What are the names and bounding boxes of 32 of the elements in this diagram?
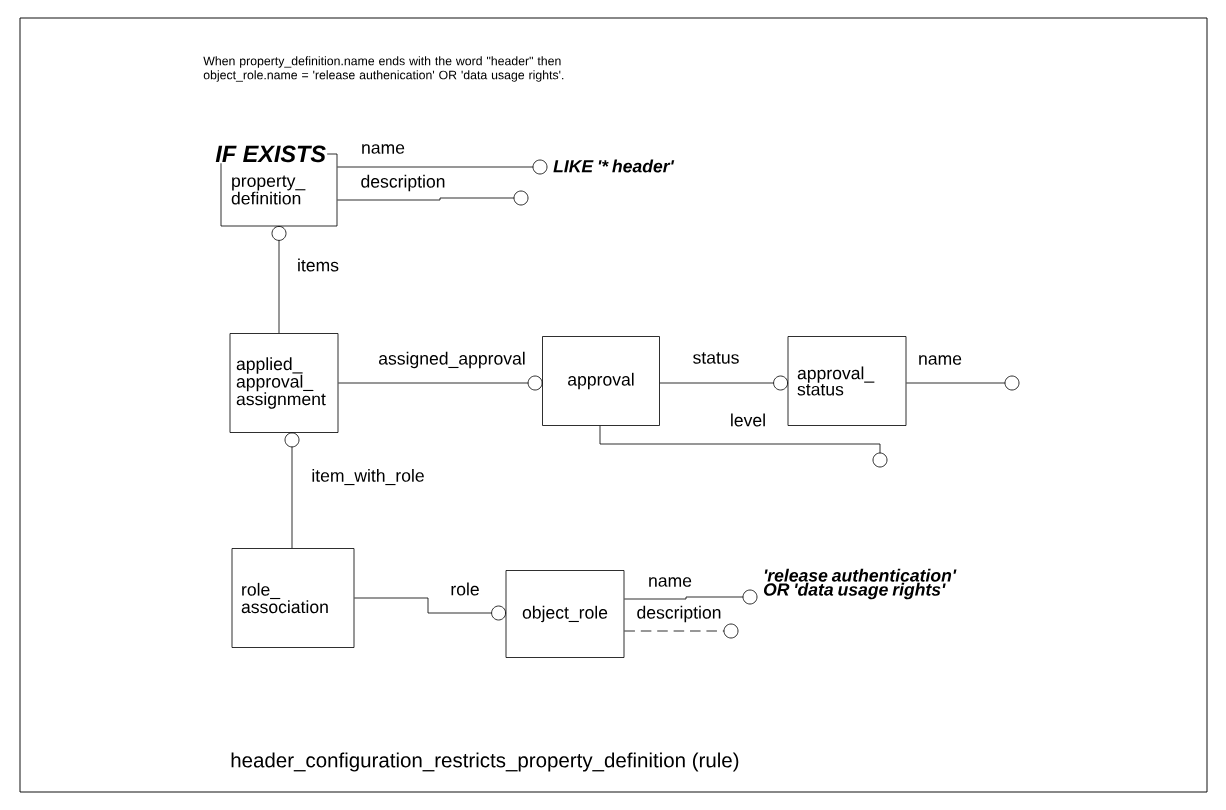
connector (624, 623, 739, 639)
entity-box: approval_ status (787, 336, 907, 426)
edge-label: level (728, 412, 768, 428)
connector (338, 375, 543, 391)
edge-label: description (359, 173, 447, 193)
constraint-text: 'release authentication' OR 'data usage rights' (763, 568, 957, 600)
entity-box: object_role (505, 570, 625, 658)
note-text: When property_definition.name ends with the word "header" then object_role.name = 'release authenication' OR 'data usage rights'. (203, 56, 564, 82)
connector (271, 226, 287, 334)
constraint-text: LIKE '* header' (553, 159, 675, 173)
connector (599, 425, 888, 468)
edge-label: name (359, 143, 407, 155)
connector (354, 597, 506, 621)
connector (624, 589, 758, 605)
edge-label: description (635, 604, 723, 624)
entity-box: applied_ approval_ assignment (229, 333, 339, 433)
entity-box: approval (542, 336, 660, 426)
caption: header_configuration_restricts_property_definition (rule) (231, 752, 739, 772)
connector (659, 375, 788, 391)
edge-label: items (295, 257, 341, 273)
connector (906, 375, 1020, 391)
edge-label: status (691, 351, 741, 365)
heading-text: IF EXISTS (214, 144, 328, 164)
edge-label: assigned_approval (377, 350, 527, 370)
connector (337, 159, 548, 175)
edge-label: name (916, 354, 964, 366)
edge-label: role (449, 581, 481, 597)
connector (337, 190, 529, 206)
edge-label: item_with_role (310, 467, 426, 487)
edge-label: name (646, 576, 694, 588)
connector (284, 432, 300, 549)
entity-box: role_ association (231, 548, 355, 648)
